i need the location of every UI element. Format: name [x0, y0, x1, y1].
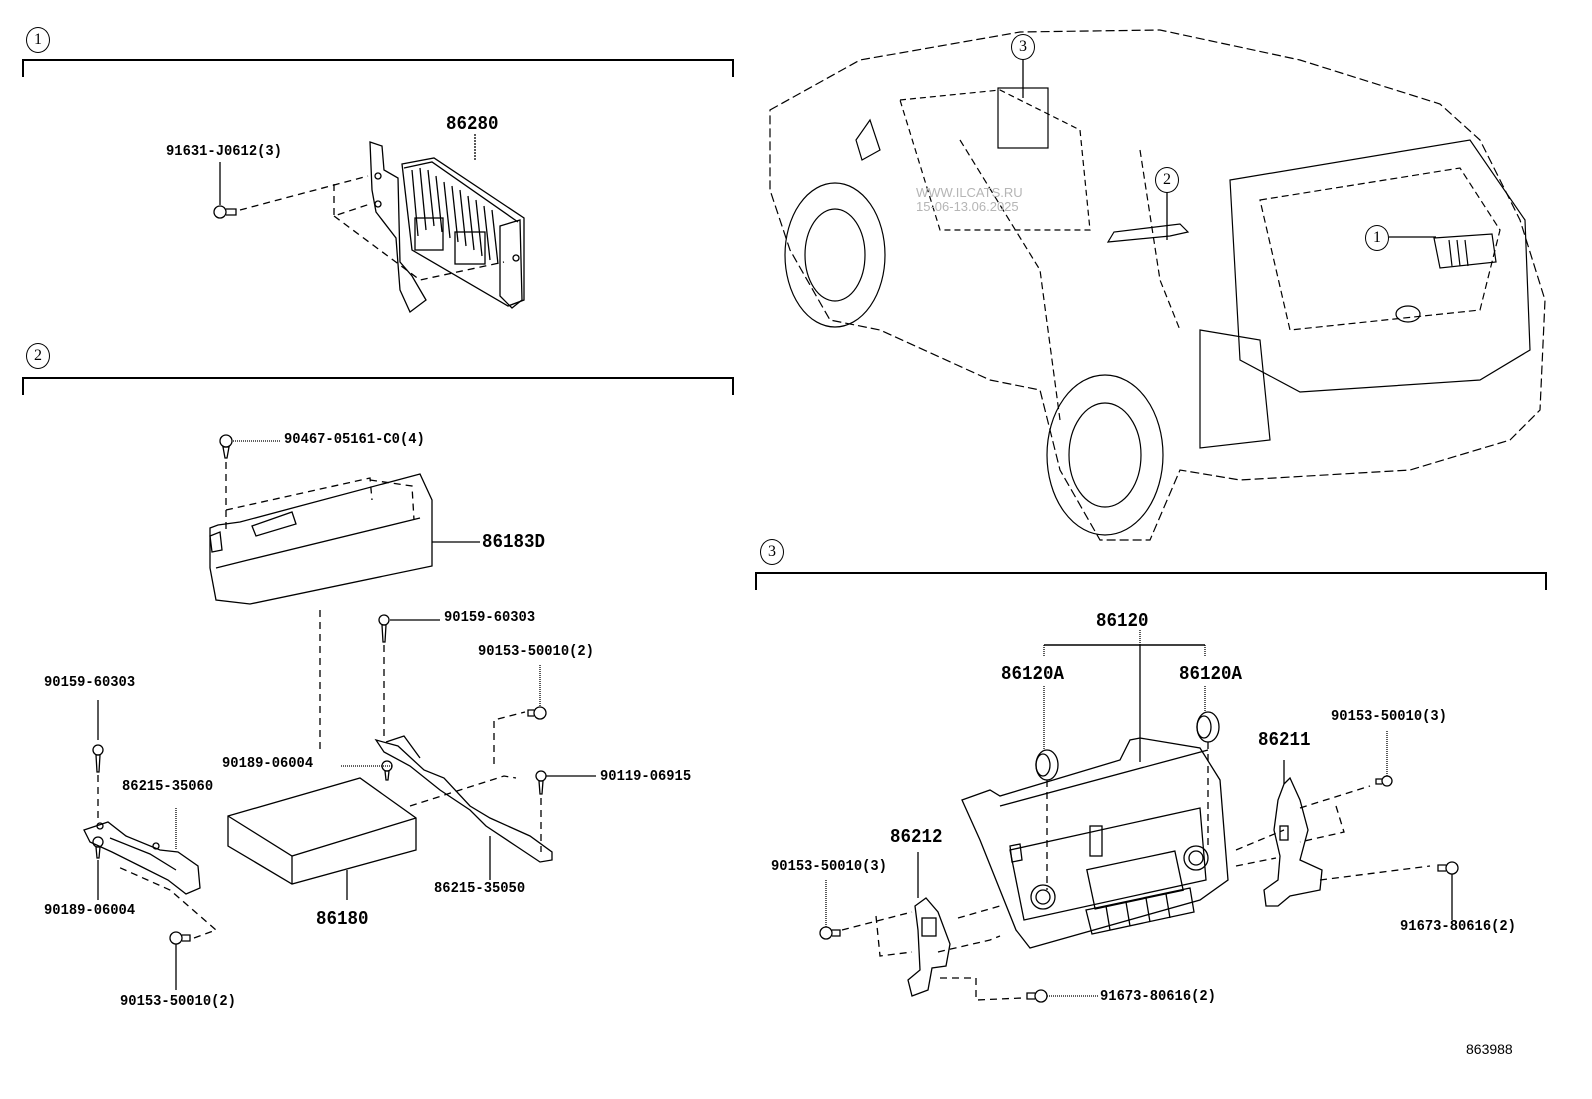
part-label-91673-80616-right[interactable]: 91673-80616(2) [1400, 918, 1516, 935]
part-label-86120A-right[interactable]: 86120A [1179, 663, 1242, 685]
vehicle-drawing [769, 29, 1546, 541]
watermark-line-2: 15-06-13.06.2025 [916, 199, 1019, 214]
bracket-86212-drawing [907, 897, 951, 997]
part-label-91631-J0612[interactable]: 91631-J0612(3) [166, 143, 282, 160]
part-label-90153-50010-right[interactable]: 90153-50010(3) [1331, 708, 1447, 725]
part-label-90159-60303-top[interactable]: 90159-60303 [444, 609, 536, 626]
vehicle-marker-1: 1 [1365, 225, 1389, 251]
part-label-90153-50010-top[interactable]: 90153-50010(2) [478, 643, 594, 660]
part-label-90153-50010-left[interactable]: 90153-50010(3) [771, 858, 887, 875]
clip-90467-drawing [219, 434, 233, 459]
part-label-86120A-left[interactable]: 86120A [1001, 663, 1064, 685]
part-label-86280[interactable]: 86280 [446, 113, 499, 135]
fasteners-section-2 [92, 614, 547, 945]
watermark-line-1: WWW.ILCATS.RU [916, 185, 1023, 200]
part-label-90189-06004-left[interactable]: 90189-06004 [44, 902, 136, 919]
knob-86120A-left-drawing [1035, 749, 1059, 781]
part-label-90467-05161-C0[interactable]: 90467-05161-C0(4) [284, 431, 425, 448]
part-label-86120[interactable]: 86120 [1096, 610, 1149, 632]
part-label-86211[interactable]: 86211 [1258, 729, 1311, 751]
vehicle-marker-3: 3 [1011, 34, 1035, 60]
part-label-86212[interactable]: 86212 [890, 826, 943, 848]
section-3-bracket [755, 572, 1547, 590]
cover-86183D-drawing [209, 473, 433, 605]
headunit-86120-drawing [961, 737, 1229, 949]
part-label-90153-50010-bottom[interactable]: 90153-50010(2) [120, 993, 236, 1010]
bracket-86211-drawing [1263, 776, 1323, 907]
section-1-marker: 1 [26, 27, 50, 53]
section-2-marker: 2 [26, 343, 50, 369]
part-label-86215-35050[interactable]: 86215-35050 [434, 880, 526, 897]
unit-86180-drawing [227, 777, 417, 885]
part-label-86180[interactable]: 86180 [316, 908, 369, 930]
section-3-marker: 3 [760, 539, 784, 565]
part-label-90119-06915[interactable]: 90119-06915 [600, 768, 692, 785]
amplifier-86280-drawing [369, 141, 525, 314]
bracket-86215-35060-drawing [83, 821, 201, 895]
bracket-86215-35050-drawing [374, 735, 553, 863]
vehicle-marker-2: 2 [1155, 167, 1179, 193]
section-1-bracket [22, 59, 734, 77]
section-2-bracket [22, 377, 734, 395]
part-label-91673-80616-bottom[interactable]: 91673-80616(2) [1100, 988, 1216, 1005]
part-label-90189-06004-mid[interactable]: 90189-06004 [222, 755, 314, 772]
fasteners-section-3 [819, 775, 1459, 1003]
watermark: WWW.ILCATS.RU 15-06-13.06.2025 [916, 186, 1023, 214]
knob-86120A-right-drawing [1196, 711, 1220, 743]
part-label-90159-60303-left[interactable]: 90159-60303 [44, 674, 136, 691]
illustration-code: 863988 [1466, 1041, 1513, 1057]
bolt-91631-drawing [213, 205, 237, 219]
part-label-86215-35060[interactable]: 86215-35060 [122, 778, 214, 795]
part-label-86183D[interactable]: 86183D [482, 531, 545, 553]
